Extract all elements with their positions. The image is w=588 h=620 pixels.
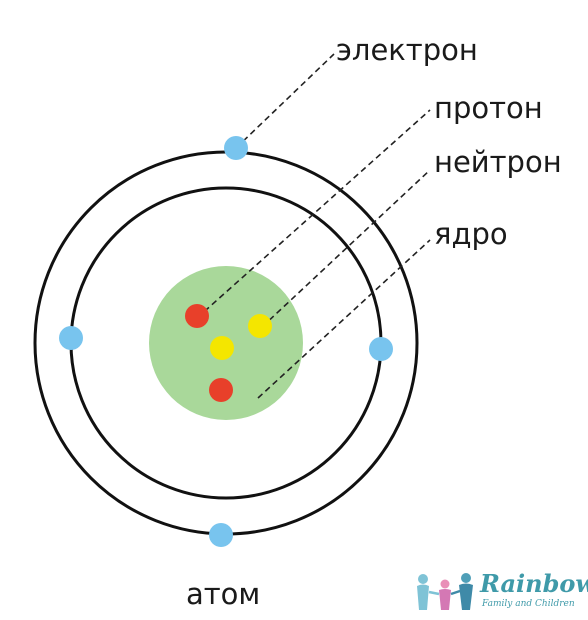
logo-name: Rainbow bbox=[480, 569, 588, 598]
proton-label: протон bbox=[434, 91, 543, 125]
electron-left bbox=[59, 326, 83, 350]
rainbow-logo: Rainbow Family and Children bbox=[414, 569, 588, 618]
neutron bbox=[210, 336, 234, 360]
neutron-label: нейтрон bbox=[434, 145, 562, 179]
electron-bottom bbox=[209, 523, 233, 547]
leader-line-electron bbox=[235, 53, 335, 149]
logo-tagline: Family and Children bbox=[482, 599, 575, 609]
electron-top bbox=[224, 136, 248, 160]
leader-line-proton bbox=[196, 109, 431, 319]
leader-line-nucleus bbox=[257, 239, 431, 399]
neutron bbox=[248, 314, 272, 338]
atom-caption: атом bbox=[186, 577, 261, 611]
leader-line-neutron bbox=[261, 169, 431, 328]
electron-right bbox=[369, 337, 393, 361]
proton bbox=[185, 304, 209, 328]
proton bbox=[209, 378, 233, 402]
electron-label: электрон bbox=[336, 33, 478, 67]
family-figures-icon bbox=[417, 573, 473, 610]
nucleus-label: ядро bbox=[434, 217, 508, 251]
